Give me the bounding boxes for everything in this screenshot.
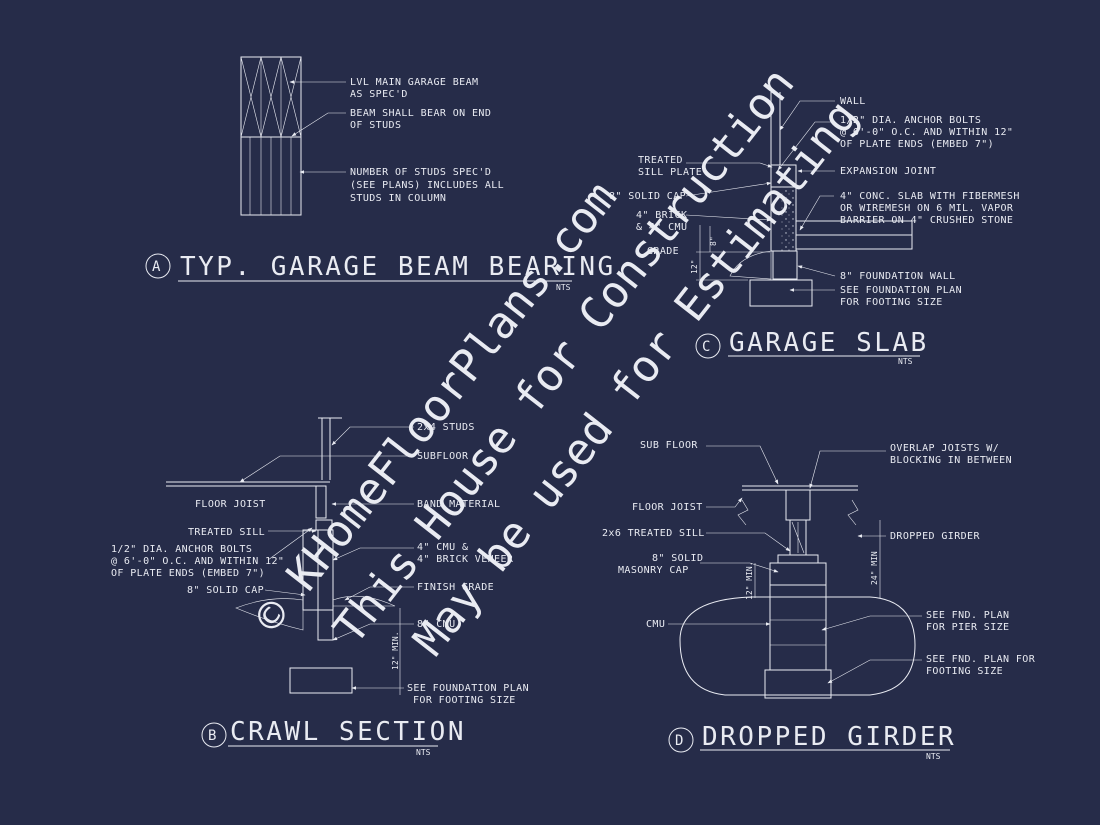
dim-12-min: 12" MIN. <box>391 631 400 670</box>
note-cmu: & 4" CMU <box>636 222 687 233</box>
detail-c-scale: NTS <box>898 357 913 366</box>
note-anchor-bolts: 1/2" DIA. ANCHOR BOLTS <box>840 115 981 126</box>
detail-b-scale: NTS <box>416 748 431 757</box>
note-see-plans: (SEE PLANS) INCLUDES ALL <box>350 180 504 191</box>
note-beam-bear: BEAM SHALL BEAR ON END <box>350 108 491 119</box>
detail-d-marker: D <box>675 733 683 749</box>
note-solid-cap: 8" SOLID CAP <box>609 191 686 202</box>
note-b-anchor-spacing: @ 6'-0" O.C. AND WITHIN 12" <box>111 556 284 567</box>
note-b-see-foundation: SEE FOUNDATION PLAN <box>407 683 529 694</box>
note-b-anchor-bolts: 1/2" DIA. ANCHOR BOLTS <box>111 544 252 555</box>
detail-c-marker-circle <box>695 333 721 359</box>
detail-a-scale: NTS <box>556 283 571 292</box>
detail-c-leaders <box>685 100 836 292</box>
detail-d-dropped-girder: SUB FLOOR OVERLAP JOISTS W/ BLOCKING IN … <box>602 440 1036 761</box>
note-pier-size: FOR PIER SIZE <box>926 622 1009 633</box>
note-blocking: BLOCKING IN BETWEEN <box>890 455 1012 466</box>
dim-d-12-min: 12" MIN. <box>745 561 754 600</box>
detail-d-title: DROPPED GIRDER <box>702 722 956 752</box>
note-finish-grade: FINISH GRADE <box>417 582 494 593</box>
note-see-fnd-footing: SEE FND. PLAN FOR <box>926 654 1036 665</box>
note-cmu-and: 4" CMU & <box>417 542 468 553</box>
note-8-solid: 8" SOLID <box>652 553 703 564</box>
note-see-foundation: SEE FOUNDATION PLAN <box>840 285 962 296</box>
note-subfloor: SUBFLOOR <box>417 451 469 462</box>
detail-a-leaders <box>289 80 346 174</box>
note-dropped-girder: DROPPED GIRDER <box>890 531 980 542</box>
note-b-footing-size: FOR FOOTING SIZE <box>413 695 516 706</box>
detail-c-garage-slab: WALL 1/2" DIA. ANCHOR BOLTS @ 6'-0" O.C.… <box>609 92 1020 366</box>
note-lvl-beam: LVL MAIN GARAGE BEAM <box>350 77 478 88</box>
note-treated: TREATED <box>638 155 683 166</box>
note-b-plate-ends: OF PLATE ENDS (EMBED 7") <box>111 568 265 579</box>
note-treated-sill: TREATED SILL <box>188 527 265 538</box>
note-d-footing-size: FOOTING SIZE <box>926 666 1003 677</box>
note-as-specd: AS SPEC'D <box>350 89 408 100</box>
detail-c-title: GARAGE SLAB <box>729 328 929 358</box>
note-footing-size: FOR FOOTING SIZE <box>840 297 943 308</box>
note-masonry-cap: MASONRY CAP <box>618 565 689 576</box>
note-sub-floor: SUB FLOOR <box>640 440 698 451</box>
note-floor-joist: FLOOR JOIST <box>195 499 266 510</box>
note-grade: GRADE <box>647 246 679 257</box>
note-number-studs: NUMBER OF STUDS SPEC'D <box>350 167 491 178</box>
note-b-solid-cap: 8" SOLID CAP <box>187 585 264 596</box>
detail-d-marker-circle <box>668 727 694 753</box>
note-foundation-wall: 8" FOUNDATION WALL <box>840 271 956 282</box>
beam-column-drawing <box>240 56 302 216</box>
note-d-floor-joist: FLOOR JOIST <box>632 502 703 513</box>
note-wall: WALL <box>840 96 866 107</box>
note-2x6-treated-sill: 2x6 TREATED SILL <box>602 528 705 539</box>
note-8-cmu: 8" CMU <box>417 619 456 630</box>
note-expansion-joint: EXPANSION JOINT <box>840 166 936 177</box>
note-anchor-spacing: @ 6'-0" O.C. AND WITHIN 12" <box>840 127 1013 138</box>
note-of-studs: OF STUDS <box>350 120 401 131</box>
detail-b-marker: B <box>208 728 216 744</box>
note-sill-plate: SILL PLATE <box>638 167 702 178</box>
watermark: © KHomeFloorPlans.com This House for Con… <box>244 59 868 666</box>
detail-c-marker: C <box>702 339 710 355</box>
detail-a-marker-circle <box>145 253 171 279</box>
slab-section-drawing <box>696 92 913 307</box>
detail-b-marker-circle <box>201 722 227 748</box>
note-see-fnd-pier: SEE FND. PLAN <box>926 610 1009 621</box>
crawl-section-drawing <box>166 417 401 695</box>
dim-8-in: 8" <box>709 236 718 246</box>
note-conc-slab: 4" CONC. SLAB WITH FIBERMESH <box>840 191 1020 202</box>
note-studs-column: STUDS IN COLUMN <box>350 193 446 204</box>
note-wiremesh: OR WIREMESH ON 6 MIL. VAPOR <box>840 203 1014 214</box>
note-d-cmu: CMU <box>646 619 665 630</box>
dim-12-in: 12" <box>690 260 699 274</box>
note-band-material: BAND MATERIAL <box>417 499 500 510</box>
detail-a-garage-beam-bearing: LVL MAIN GARAGE BEAM AS SPEC'D BEAM SHAL… <box>145 56 616 292</box>
note-crushed-stone: BARRIER ON 4" CRUSHED STONE <box>840 215 1013 226</box>
note-brick-veneer: 4" BRICK VENEER <box>417 554 514 565</box>
dropped-girder-drawing <box>679 485 916 699</box>
detail-b-crawl-section: 2x4 STUDS SUBFLOOR FLOOR JOIST BAND MATE… <box>111 417 529 757</box>
detail-d-leaders <box>668 445 922 684</box>
detail-b-leaders <box>239 426 414 690</box>
detail-d-scale: NTS <box>926 752 941 761</box>
note-overlap-joists: OVERLAP JOISTS W/ <box>890 443 999 454</box>
detail-b-title: CRAWL SECTION <box>230 717 466 747</box>
detail-a-marker: A <box>152 259 161 275</box>
watermark-line-1: © KHomeFloorPlans.com <box>244 172 627 642</box>
note-2x4-studs: 2x4 STUDS <box>417 422 475 433</box>
note-plate-ends: OF PLATE ENDS (EMBED 7") <box>840 139 994 150</box>
dim-24-min: 24" MIN <box>870 551 879 585</box>
detail-a-title: TYP. GARAGE BEAM BEARING <box>180 252 616 282</box>
note-brick: 4" BRICK <box>636 210 687 221</box>
